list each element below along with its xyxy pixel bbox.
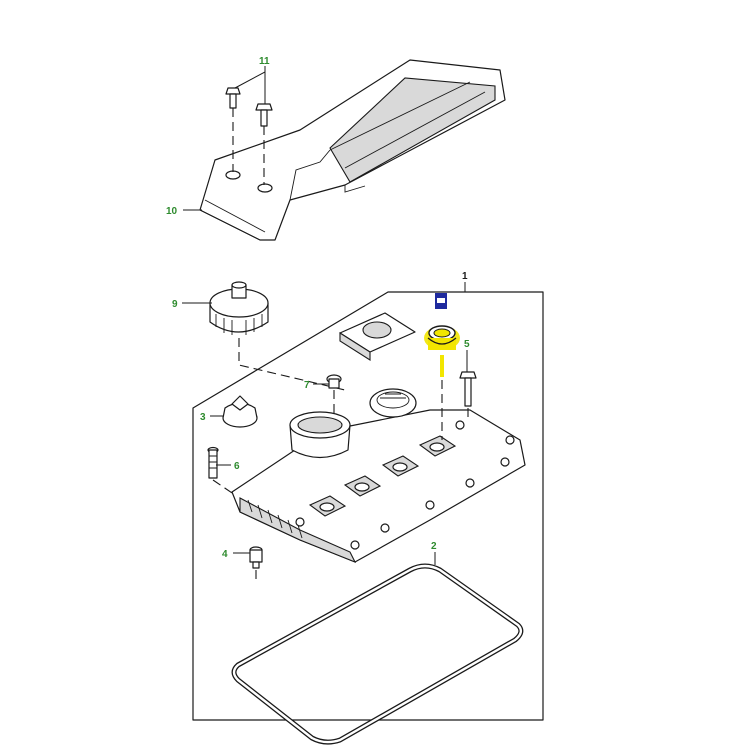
callout-9: 9 — [172, 299, 178, 310]
breather-plate[interactable] — [339, 312, 416, 361]
blue-square-marker-icon — [435, 293, 447, 309]
callout-2: 2 — [431, 541, 437, 552]
cover-bolt[interactable] — [225, 87, 241, 109]
callout-10: 10 — [166, 206, 178, 217]
injector-seal-highlighted[interactable] — [424, 325, 460, 377]
callout-5: 5 — [464, 339, 470, 350]
stud-bolt[interactable] — [207, 446, 219, 479]
callout-7: 7 — [304, 380, 310, 391]
cover-bolt-stud[interactable] — [255, 103, 273, 127]
engine-top-cover[interactable] — [199, 59, 506, 241]
assembly-frame — [192, 291, 544, 721]
callout-1: 1 — [462, 271, 468, 282]
injector-bore — [343, 475, 382, 497]
injector-bore — [381, 455, 420, 477]
injector-bore — [418, 435, 457, 457]
callout-6: 6 — [234, 461, 240, 472]
callout-4: 4 — [222, 549, 228, 560]
oil-filler-cap[interactable] — [222, 395, 258, 428]
cover-plug[interactable] — [249, 546, 263, 569]
injector-bore — [308, 495, 347, 517]
callout-11: 11 — [259, 56, 270, 67]
blanking-plug[interactable] — [326, 374, 342, 389]
oil-filter-cap[interactable] — [209, 281, 269, 335]
callout-3: 3 — [200, 412, 206, 423]
cover-bolt-long[interactable] — [459, 371, 477, 407]
valve-cover-gasket[interactable] — [231, 563, 524, 745]
valve-cover[interactable] — [231, 388, 526, 564]
